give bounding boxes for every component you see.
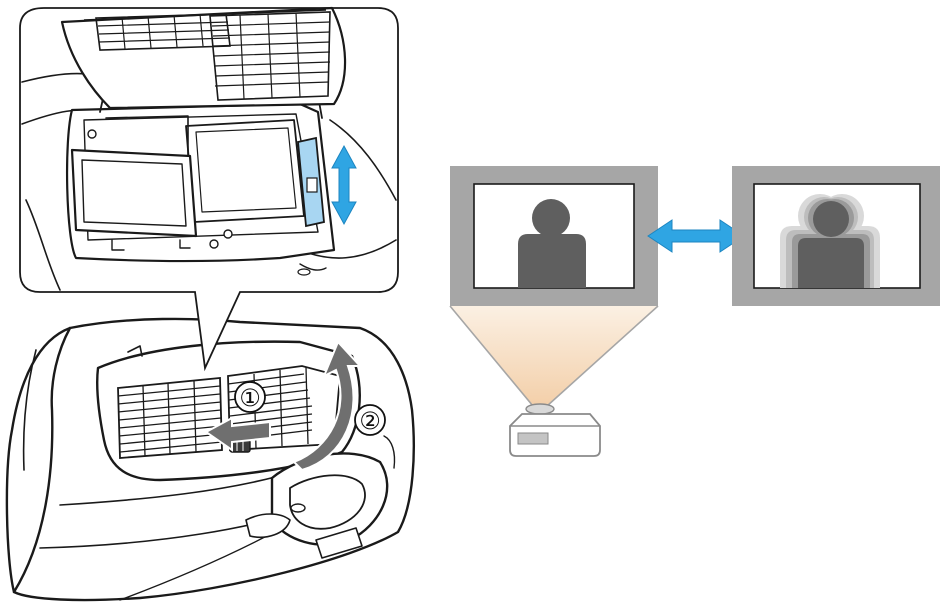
step-1-marker: ① (234, 381, 266, 413)
blurred-silhouette (780, 194, 880, 288)
curved-arrow (292, 340, 363, 472)
person-silhouette (518, 199, 586, 288)
comparison-arrow (647, 219, 745, 253)
filter-tab-highlight (297, 136, 325, 228)
cover-vent-grid (95, 11, 331, 101)
step-1-label: ① (239, 384, 261, 412)
blurred-screen (732, 166, 940, 306)
step-2-label: ② (359, 407, 381, 435)
step-2-marker: ② (354, 404, 386, 436)
double-headed-arrow (331, 144, 357, 226)
projection-diagram (449, 166, 940, 457)
focused-screen (450, 166, 658, 306)
slide-arrow (204, 416, 271, 452)
light-beam (450, 306, 658, 406)
callout-interior (21, 72, 397, 291)
vent-grid-left (117, 377, 223, 459)
small-projector (509, 403, 601, 457)
